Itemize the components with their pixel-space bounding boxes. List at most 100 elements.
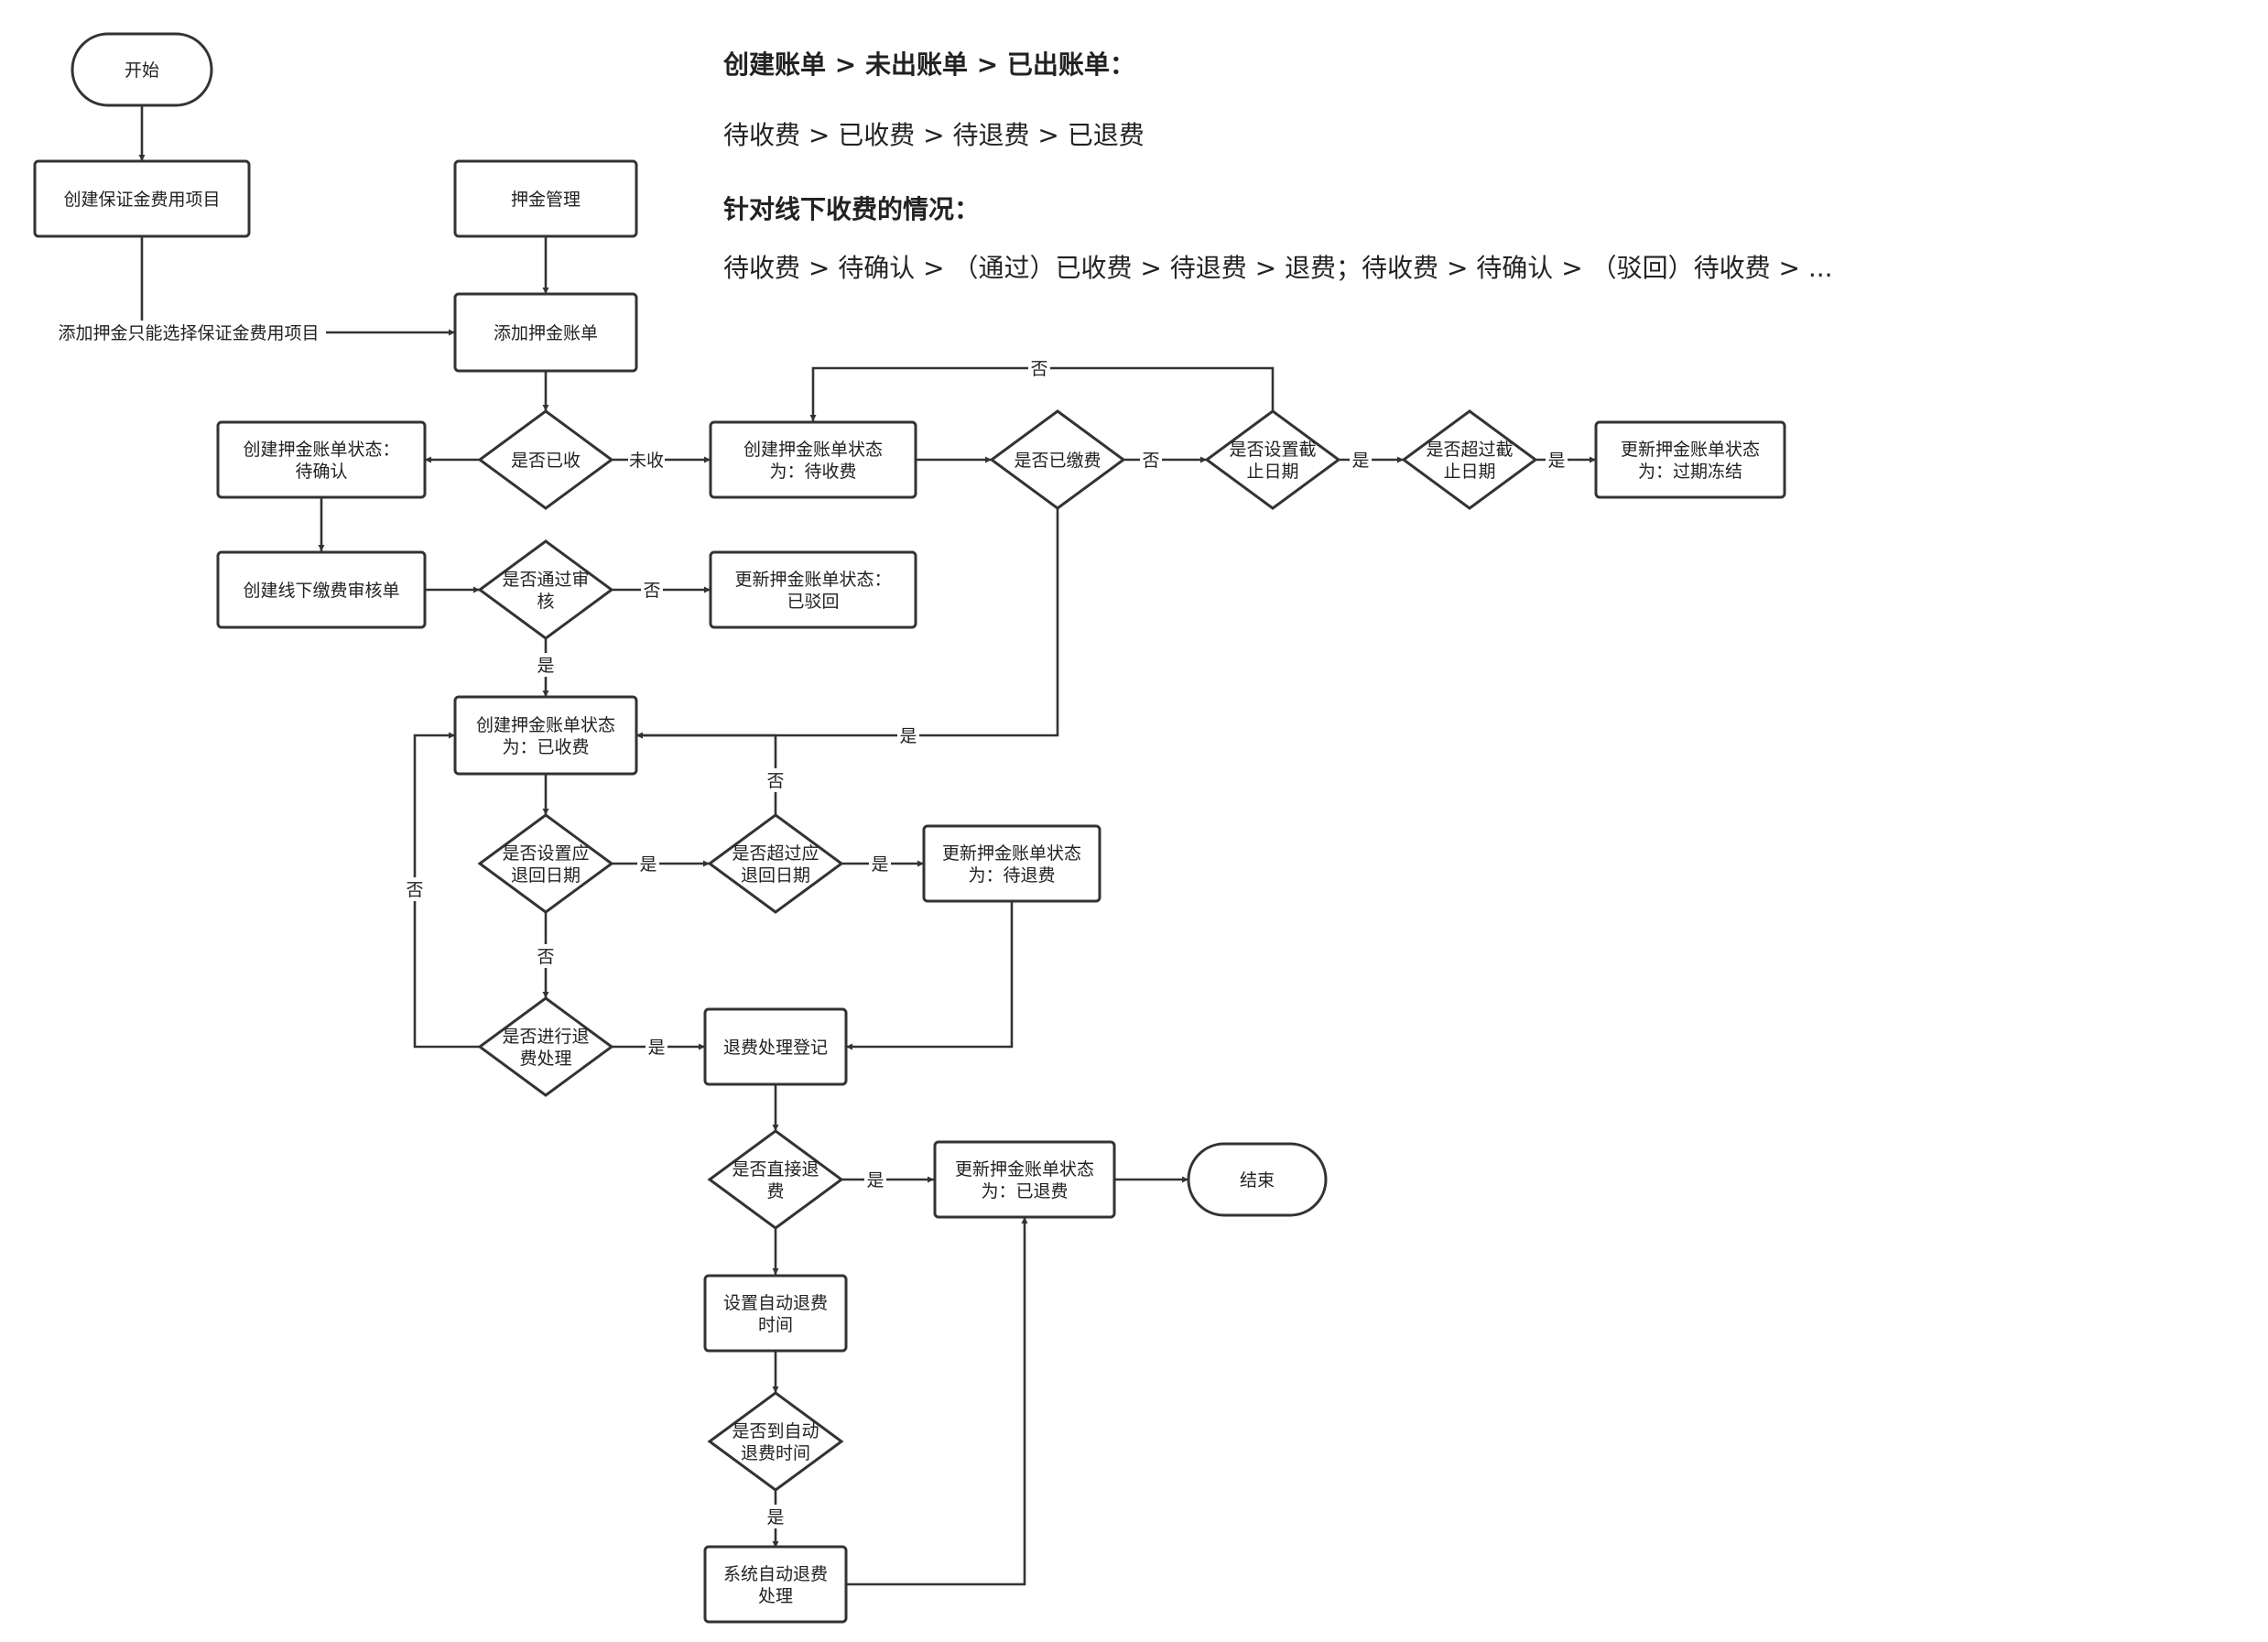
node-label: 结束: [1240, 1170, 1275, 1191]
process-box: [1594, 420, 1786, 499]
process-box: [703, 1274, 848, 1353]
node-status-rejected: 更新押金账单状态：已驳回: [709, 550, 917, 629]
node-label: 时间: [758, 1315, 793, 1335]
node-label: 是否超过截: [1426, 440, 1513, 460]
node-create-deposit-item: 创建保证金费用项目: [33, 159, 251, 238]
node-label: 开始: [125, 60, 159, 81]
node-start: 开始: [71, 32, 213, 107]
edge-label-refund-date-yes: 是: [639, 854, 657, 875]
edge-label-do-refund-no: 否: [406, 880, 423, 900]
edge-labels: 添加押金只能选择保证金费用项目 未收 否 是 是 否 否 是 是 是 是 否 否…: [51, 321, 1568, 1528]
decision-diamond: [707, 1129, 844, 1230]
node-label: 是否超过应: [732, 843, 819, 864]
node-label: 设置自动退费: [723, 1293, 828, 1313]
edge-label-review-no: 否: [643, 581, 660, 601]
decision-diamond: [477, 409, 614, 510]
node-status-pending-confirm: 创建押金账单状态：待确认: [216, 420, 427, 499]
node-end: 结束: [1187, 1142, 1328, 1217]
edge-label-do-refund-yes: 是: [647, 1038, 665, 1058]
node-label: 更新押金账单状态: [955, 1159, 1094, 1180]
node-label: 添加押金账单: [494, 323, 598, 343]
flow-edges: [138, 105, 1596, 1586]
process-box: [922, 824, 1101, 903]
node-label: 是否到自动: [732, 1421, 819, 1441]
node-label: 创建线下缴费审核单: [243, 581, 399, 601]
node-label: 创建保证金费用项目: [63, 190, 220, 210]
decision-diamond: [707, 1391, 844, 1492]
node-label: 退回日期: [511, 865, 581, 886]
decision-diamond: [989, 409, 1126, 510]
terminal-pill: [71, 32, 213, 107]
flow-nodes: 开始创建保证金费用项目押金管理添加押金账单是否已收创建押金账单状态：待确认创建押…: [33, 32, 1786, 1624]
node-add-deposit-bill: 添加押金账单: [453, 292, 638, 373]
edge-over-refund-date-no-to-received: [636, 732, 777, 815]
node-label: 为：待收费: [769, 462, 856, 482]
decision-diamond: [477, 996, 614, 1097]
process-box: [453, 292, 638, 373]
edge-paid-yes-to-received: [636, 508, 1059, 739]
edge-label-paid-yes: 是: [899, 726, 917, 746]
edge-label-refund-date-no: 否: [537, 947, 554, 967]
note-offline-flow: 待收费 > 待确认 > （通过）已收费 > 待退费 > 退费；待收费 > 待确认…: [723, 253, 1833, 283]
process-box: [33, 159, 251, 238]
note-bill-stages: 创建账单 > 未出账单 > 已出账单：: [722, 49, 1135, 80]
node-label: 费处理: [519, 1049, 571, 1069]
node-label: 创建押金账单状态: [476, 715, 615, 735]
node-label: 止日期: [1443, 462, 1495, 482]
node-is-received: 是否已收: [477, 409, 614, 510]
process-box: [216, 420, 427, 499]
node-label: 为：过期冻结: [1638, 462, 1742, 482]
process-box: [453, 159, 638, 238]
process-box: [933, 1140, 1116, 1219]
edge-create-item-to-add-bill: [140, 236, 455, 336]
node-label: 更新押金账单状态: [1621, 440, 1760, 460]
edge-label-review-yes: 是: [537, 656, 554, 676]
node-label: 是否已收: [511, 451, 581, 471]
node-label: 已驳回: [787, 592, 839, 612]
node-create-offline-review: 创建线下缴费审核单: [216, 550, 427, 629]
decision-diamond: [477, 813, 614, 914]
node-label: 为：已收费: [502, 737, 589, 757]
node-label: 退费时间: [741, 1443, 810, 1463]
node-label: 是否设置应: [502, 843, 589, 864]
node-label: 是否已缴费: [1014, 451, 1101, 471]
node-label: 系统自动退费: [723, 1564, 828, 1584]
node-label: 退回日期: [741, 865, 810, 886]
edge-label-deadline-no: 否: [1030, 359, 1047, 379]
node-deposit-mgmt: 押金管理: [453, 159, 638, 238]
node-label: 为：已退费: [981, 1181, 1068, 1202]
status-notes: 创建账单 > 未出账单 > 已出账单： 待收费 > 已收费 > 待退费 > 已退…: [722, 49, 1833, 283]
process-box: [453, 695, 638, 776]
edge-pending-refund-to-register: [846, 901, 1014, 1050]
edge-label-over-refund-date-yes: 是: [871, 854, 888, 875]
node-label: 为：待退费: [968, 865, 1055, 886]
edge-system-refund-to-refunded: [846, 1217, 1028, 1586]
note-fee-stages: 待收费 > 已收费 > 待退费 > 已退费: [723, 120, 1145, 150]
node-label: 处理: [758, 1586, 793, 1606]
node-label: 退费处理登记: [723, 1038, 828, 1058]
node-label: 是否通过审: [502, 570, 589, 590]
node-label: 是否设置截: [1229, 440, 1316, 460]
decision-diamond: [1401, 409, 1538, 510]
node-label: 创建押金账单状态: [743, 440, 883, 460]
terminal-pill: [1187, 1142, 1328, 1217]
decision-diamond: [707, 813, 844, 914]
edge-label-auto-time-yes: 是: [766, 1507, 784, 1528]
note-offline-heading: 针对线下收费的情况：: [723, 194, 980, 224]
process-box: [709, 550, 917, 629]
node-label: 是否进行退: [502, 1027, 589, 1047]
process-box: [703, 1545, 848, 1624]
edge-label-deadline-yes: 是: [1351, 451, 1369, 471]
